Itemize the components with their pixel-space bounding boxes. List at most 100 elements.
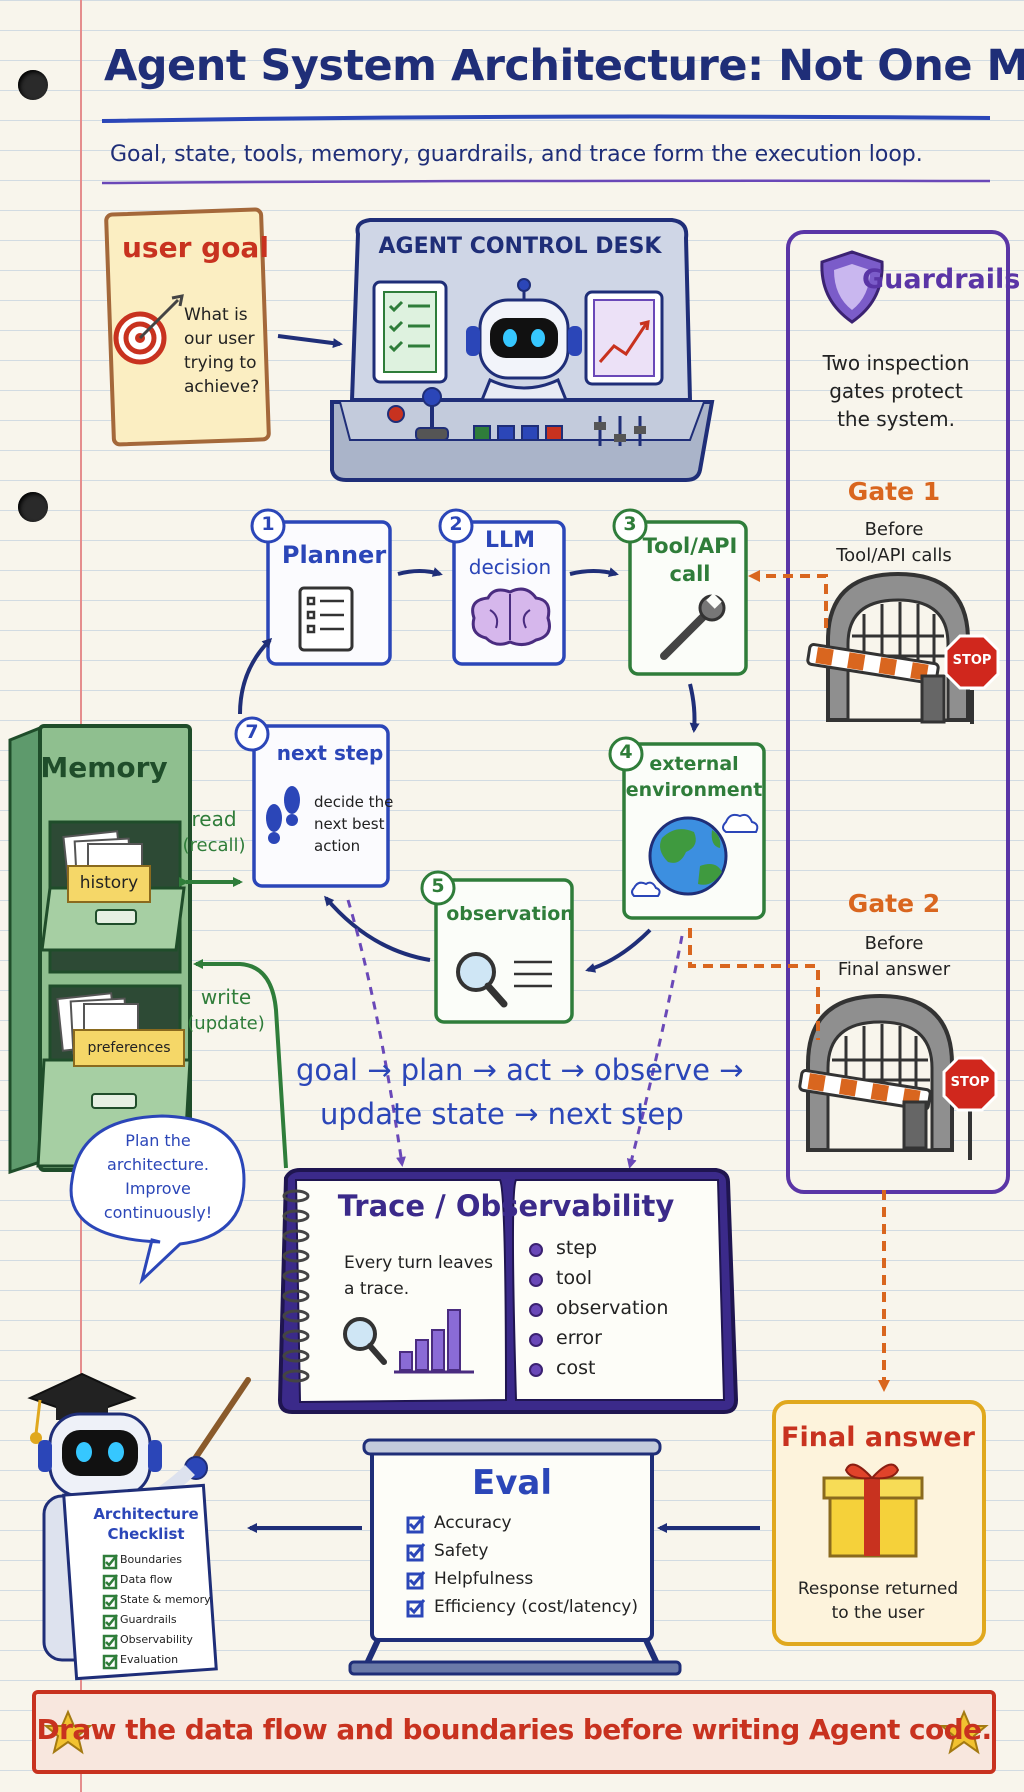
eval-heading: Eval — [472, 1463, 552, 1503]
arrow-4-to-5 — [585, 928, 652, 973]
arrow-memory-write — [193, 959, 288, 1169]
stop-sign-text: STOP — [950, 1075, 990, 1090]
guardrails-description: the system. — [837, 407, 955, 431]
eval-item: Safety — [434, 1541, 489, 1561]
gate-2-label: Gate 2 — [847, 889, 941, 918]
step-7-label: next step — [276, 741, 384, 765]
step-3-label: call — [669, 562, 711, 586]
control-desk-heading: AGENT CONTROL DESK — [378, 234, 662, 259]
step-2-number-circle — [438, 508, 474, 544]
final-answer-desc: to the user — [831, 1603, 925, 1623]
gate-2-desc: Before — [864, 933, 924, 954]
trace-item: error — [556, 1327, 602, 1349]
arrow-to-trace — [346, 899, 406, 1167]
guardrails-heading: Guardrails — [862, 264, 1021, 295]
user-goal-line: our user — [184, 329, 255, 349]
trend-chart-icon — [598, 323, 648, 363]
footer-banner — [32, 1690, 996, 1774]
eval-item: Accuracy — [434, 1513, 512, 1533]
eval-item: Efficiency (cost/latency) — [434, 1597, 638, 1617]
trace-heading: Trace / Observability — [337, 1189, 675, 1223]
stop-sign-icon — [944, 634, 1000, 690]
trace-item: cost — [556, 1357, 596, 1379]
eval-checkboxes — [406, 1515, 426, 1618]
checklist-heading: Architecture — [93, 1505, 199, 1523]
loop-caption: goal → plan → act → observe → — [296, 1053, 744, 1087]
checklist-checkboxes — [102, 1554, 118, 1670]
final-answer-desc: Response returned — [797, 1579, 959, 1599]
guardrails-panel — [786, 230, 1010, 1194]
trace-note: Every turn leaves — [344, 1253, 493, 1273]
wrench-icon — [660, 593, 726, 660]
user-goal-line: trying to — [184, 353, 257, 373]
step-2-number: 2 — [449, 513, 463, 535]
robot-icon — [466, 278, 582, 402]
memory-write-label: (update) — [187, 1013, 265, 1034]
user-goal-card — [104, 207, 271, 447]
arrow-to-trace — [626, 935, 684, 1169]
user-goal-line: achieve? — [184, 377, 260, 397]
brain-icon — [471, 587, 551, 647]
arrow-3-to-4 — [688, 683, 700, 733]
shield-icon — [820, 250, 884, 324]
trace-note: a trace. — [344, 1279, 410, 1299]
step-7-number-circle — [234, 716, 270, 752]
memory-drawer-preferences: preferences — [87, 1040, 171, 1056]
page-subtitle: Goal, state, tools, memory, guardrails, … — [110, 142, 923, 167]
gate-1-connector — [748, 570, 828, 628]
eval-easel — [348, 1438, 682, 1676]
memory-drawer-history: history — [79, 873, 139, 893]
step-2-label: LLM — [485, 528, 535, 553]
gate-2-connector — [688, 928, 820, 1040]
checklist-item: Evaluation — [120, 1653, 179, 1666]
step-4-number-circle — [608, 736, 644, 772]
loop-caption: update state → next step — [320, 1097, 684, 1131]
title-underline — [101, 114, 991, 123]
memory-read-label: read — [191, 807, 237, 831]
gift-icon — [822, 1463, 924, 1558]
stop-sign-text: STOP — [952, 653, 992, 668]
control-buttons — [387, 387, 646, 446]
step-3-number: 3 — [623, 513, 637, 535]
checklist-item: State & memory — [120, 1593, 211, 1606]
binder-hole — [18, 70, 48, 100]
memory-cabinet — [8, 724, 192, 1175]
step-3-label: Tool/API — [642, 534, 738, 558]
step-4-label: external — [649, 753, 739, 775]
step-4-number: 4 — [619, 741, 633, 763]
speech-bubble-text: Improve — [125, 1179, 191, 1198]
trace-item: step — [556, 1237, 598, 1259]
gate-1-illustration — [806, 571, 1000, 724]
arrow-7-to-1 — [238, 637, 273, 715]
step-5-number: 5 — [431, 875, 445, 897]
speech-bubble-text: architecture. — [107, 1155, 209, 1174]
step-7-box — [252, 724, 390, 888]
step-1-number: 1 — [261, 513, 275, 535]
step-4-label: environment — [625, 779, 763, 801]
checklist-item: Boundaries — [120, 1553, 183, 1566]
memory-read-label: (recall) — [182, 835, 246, 856]
globe-icon — [631, 813, 759, 897]
subtitle-underline — [101, 179, 991, 185]
cloud-icon — [631, 881, 661, 897]
trace-magnifier-icon — [343, 1317, 387, 1365]
step-2-label: decision — [468, 555, 552, 579]
step-7-detail: next best — [314, 815, 385, 833]
memory-write-label: write — [200, 985, 252, 1009]
star-icon — [43, 1709, 93, 1755]
final-answer-heading: Final answer — [781, 1422, 975, 1453]
checklist-item: Observability — [120, 1633, 193, 1646]
step-3-box — [628, 520, 748, 676]
step-1-number-circle — [250, 508, 286, 544]
trace-item: tool — [556, 1267, 592, 1289]
step-7-detail: decide the — [314, 793, 394, 811]
gate-2-illustration — [798, 993, 998, 1160]
speech-bubble — [69, 1114, 246, 1285]
guardrails-description: Two inspection — [822, 351, 970, 375]
magnifier-icon — [456, 952, 552, 1008]
speech-bubble-text: continuously! — [103, 1203, 213, 1222]
stop-sign-icon — [942, 1056, 998, 1112]
step-7-detail: action — [314, 837, 361, 855]
